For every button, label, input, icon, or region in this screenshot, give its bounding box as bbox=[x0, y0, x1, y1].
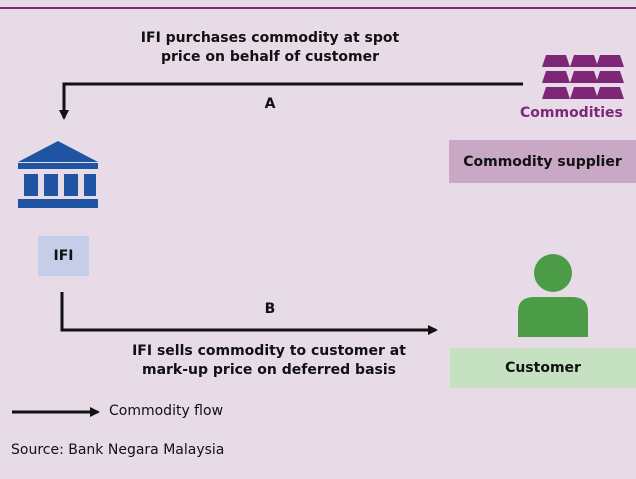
source-note: Source: Bank Negara Malaysia bbox=[11, 442, 225, 458]
arrow-a bbox=[59, 82, 523, 120]
commodities-icon-label: Commodities bbox=[520, 105, 623, 121]
arrow-b bbox=[60, 292, 438, 335]
top-accent-line bbox=[0, 7, 636, 9]
commodity-bars-icon bbox=[542, 55, 624, 99]
commodity-supplier-label: Commodity supplier bbox=[449, 140, 636, 183]
bank-icon bbox=[18, 141, 98, 208]
step-b-letter: B bbox=[264, 301, 276, 317]
step-a-letter: A bbox=[264, 96, 276, 112]
step-a-description: IFI purchases commodity at spot price on… bbox=[140, 30, 400, 65]
person-icon bbox=[518, 254, 588, 337]
customer-label: Customer bbox=[450, 348, 636, 388]
step-b-description: IFI sells commodity to customer at mark-… bbox=[132, 343, 406, 378]
ifi-label: IFI bbox=[38, 236, 89, 276]
legend-label: Commodity flow bbox=[109, 403, 224, 419]
